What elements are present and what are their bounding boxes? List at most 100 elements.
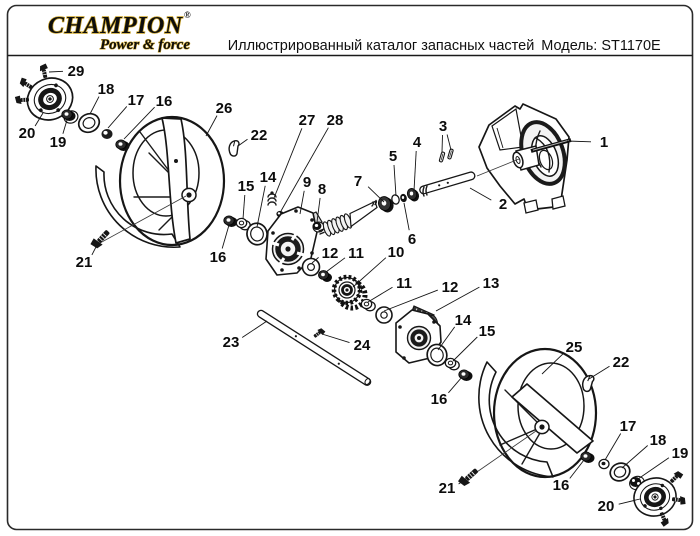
callout-label-12: 12 xyxy=(442,279,459,296)
callout-leader-22 xyxy=(588,365,610,380)
part-9-gearbox-left xyxy=(265,206,323,276)
callout-label-14: 14 xyxy=(455,312,472,329)
callout-leader-4 xyxy=(413,150,417,192)
part-23-axle-shaft xyxy=(256,309,372,386)
callout-label-11: 11 xyxy=(348,245,364,262)
callout-leader-2 xyxy=(469,187,492,201)
part-27-spring xyxy=(267,191,277,206)
callout-leader-15 xyxy=(452,336,478,362)
part-10-gear xyxy=(331,274,368,311)
header: CHAMPION ® Power & force Иллюстрированны… xyxy=(47,10,661,54)
callout-leader-15 xyxy=(242,194,246,220)
brand-slogan: Power & force xyxy=(100,37,190,53)
callout-label-23: 23 xyxy=(223,334,240,351)
callout-label-18: 18 xyxy=(650,432,667,449)
part-6-spacer xyxy=(400,193,407,203)
callout-leader-12 xyxy=(311,257,319,264)
part-12-washer-right xyxy=(375,306,393,324)
callout-label-25: 25 xyxy=(566,339,583,356)
callout-label-12: 12 xyxy=(322,245,339,262)
callout-leader-6 xyxy=(403,202,410,231)
callout-label-26: 26 xyxy=(216,100,233,117)
model-label: Модель: ST1170E xyxy=(541,38,661,54)
callout-leader-5 xyxy=(393,164,397,197)
worm-shaft xyxy=(318,199,378,237)
callout-leader-14 xyxy=(256,185,266,228)
part-8-nut xyxy=(312,221,325,233)
callout-label-17: 17 xyxy=(620,418,637,435)
callout-leader-1 xyxy=(566,140,592,143)
callout-leader-21 xyxy=(91,244,98,256)
callout-leader-25 xyxy=(541,352,565,375)
callout-label-22: 22 xyxy=(613,354,630,371)
callout-label-2: 2 xyxy=(499,196,507,213)
callout-label-15: 15 xyxy=(479,323,496,340)
callout-leader-16 xyxy=(123,106,155,140)
callout-label-1: 1 xyxy=(600,134,608,151)
callout-label-10: 10 xyxy=(388,244,405,261)
page-title: Иллюстрированный каталог запасных частей xyxy=(228,38,535,54)
callout-leader-24 xyxy=(321,333,350,344)
callout-label-9: 9 xyxy=(303,174,311,191)
callout-label-24: 24 xyxy=(354,337,371,354)
callout-leader-14 xyxy=(437,326,456,351)
callout-label-17: 17 xyxy=(128,92,145,109)
callout-leader-20 xyxy=(34,112,44,127)
callout-leader-18 xyxy=(621,445,648,469)
callout-label-27: 27 xyxy=(299,112,316,129)
callout-label-16: 16 xyxy=(553,477,570,494)
part-2-shaft xyxy=(419,171,476,197)
callout-leader-13 xyxy=(435,286,480,312)
callout-leader-26 xyxy=(205,115,218,137)
align-line-shaft2 xyxy=(476,158,520,177)
part-5-washer xyxy=(391,194,400,205)
callout-leader-11 xyxy=(367,286,393,303)
callout-leader-18 xyxy=(89,96,100,115)
callout-label-19: 19 xyxy=(50,134,67,151)
callout-leader-19 xyxy=(637,457,670,480)
callout-label-16: 16 xyxy=(431,391,448,408)
callout-label-8: 8 xyxy=(318,181,326,198)
callout-leader-27 xyxy=(273,128,303,199)
callout-leader-9 xyxy=(299,190,305,215)
part-19-nut-left xyxy=(61,109,79,124)
callout-leader-16 xyxy=(221,224,230,249)
callout-label-13: 13 xyxy=(483,275,500,292)
callout-label-21: 21 xyxy=(439,480,456,497)
part-18-ring-left xyxy=(77,112,101,134)
callout-label-22: 22 xyxy=(251,127,268,144)
callout-label-3: 3 xyxy=(439,118,447,135)
callout-leader-16 xyxy=(448,376,463,394)
part-17-bushing-right xyxy=(598,458,610,470)
callout-label-4: 4 xyxy=(413,134,422,151)
callout-label-14: 14 xyxy=(260,169,277,186)
callout-label-19: 19 xyxy=(672,445,689,462)
callout-label-29: 29 xyxy=(68,63,85,80)
part-11-bushing-left xyxy=(318,270,332,282)
part-12-washer-left xyxy=(301,257,321,277)
callout-label-20: 20 xyxy=(598,498,615,515)
callout-label-16: 16 xyxy=(156,93,173,110)
callout-leader-10 xyxy=(352,257,387,288)
callout-label-21: 21 xyxy=(76,254,93,271)
part-18-ring-right xyxy=(609,462,631,482)
callout-leader-29 xyxy=(48,70,64,73)
part-4-washer xyxy=(406,188,420,202)
callout-label-15: 15 xyxy=(238,178,255,195)
callout-leader-7 xyxy=(367,186,385,203)
callout-label-18: 18 xyxy=(98,81,115,98)
callout-leader-3 xyxy=(441,134,443,153)
align-line-bolt21a xyxy=(99,195,187,244)
callout-leader-11 xyxy=(325,257,346,273)
callout-leader-17 xyxy=(107,106,128,129)
callout-leader-21 xyxy=(458,477,468,485)
part-26-auger-left xyxy=(95,115,226,249)
callout-label-28: 28 xyxy=(327,112,344,129)
align-line-bolt21b xyxy=(473,430,537,475)
callout-leader-20 xyxy=(618,498,641,505)
callout-label-20: 20 xyxy=(19,125,36,142)
callout-leader-17 xyxy=(604,433,622,461)
brand-logo: CHAMPION xyxy=(48,13,184,39)
